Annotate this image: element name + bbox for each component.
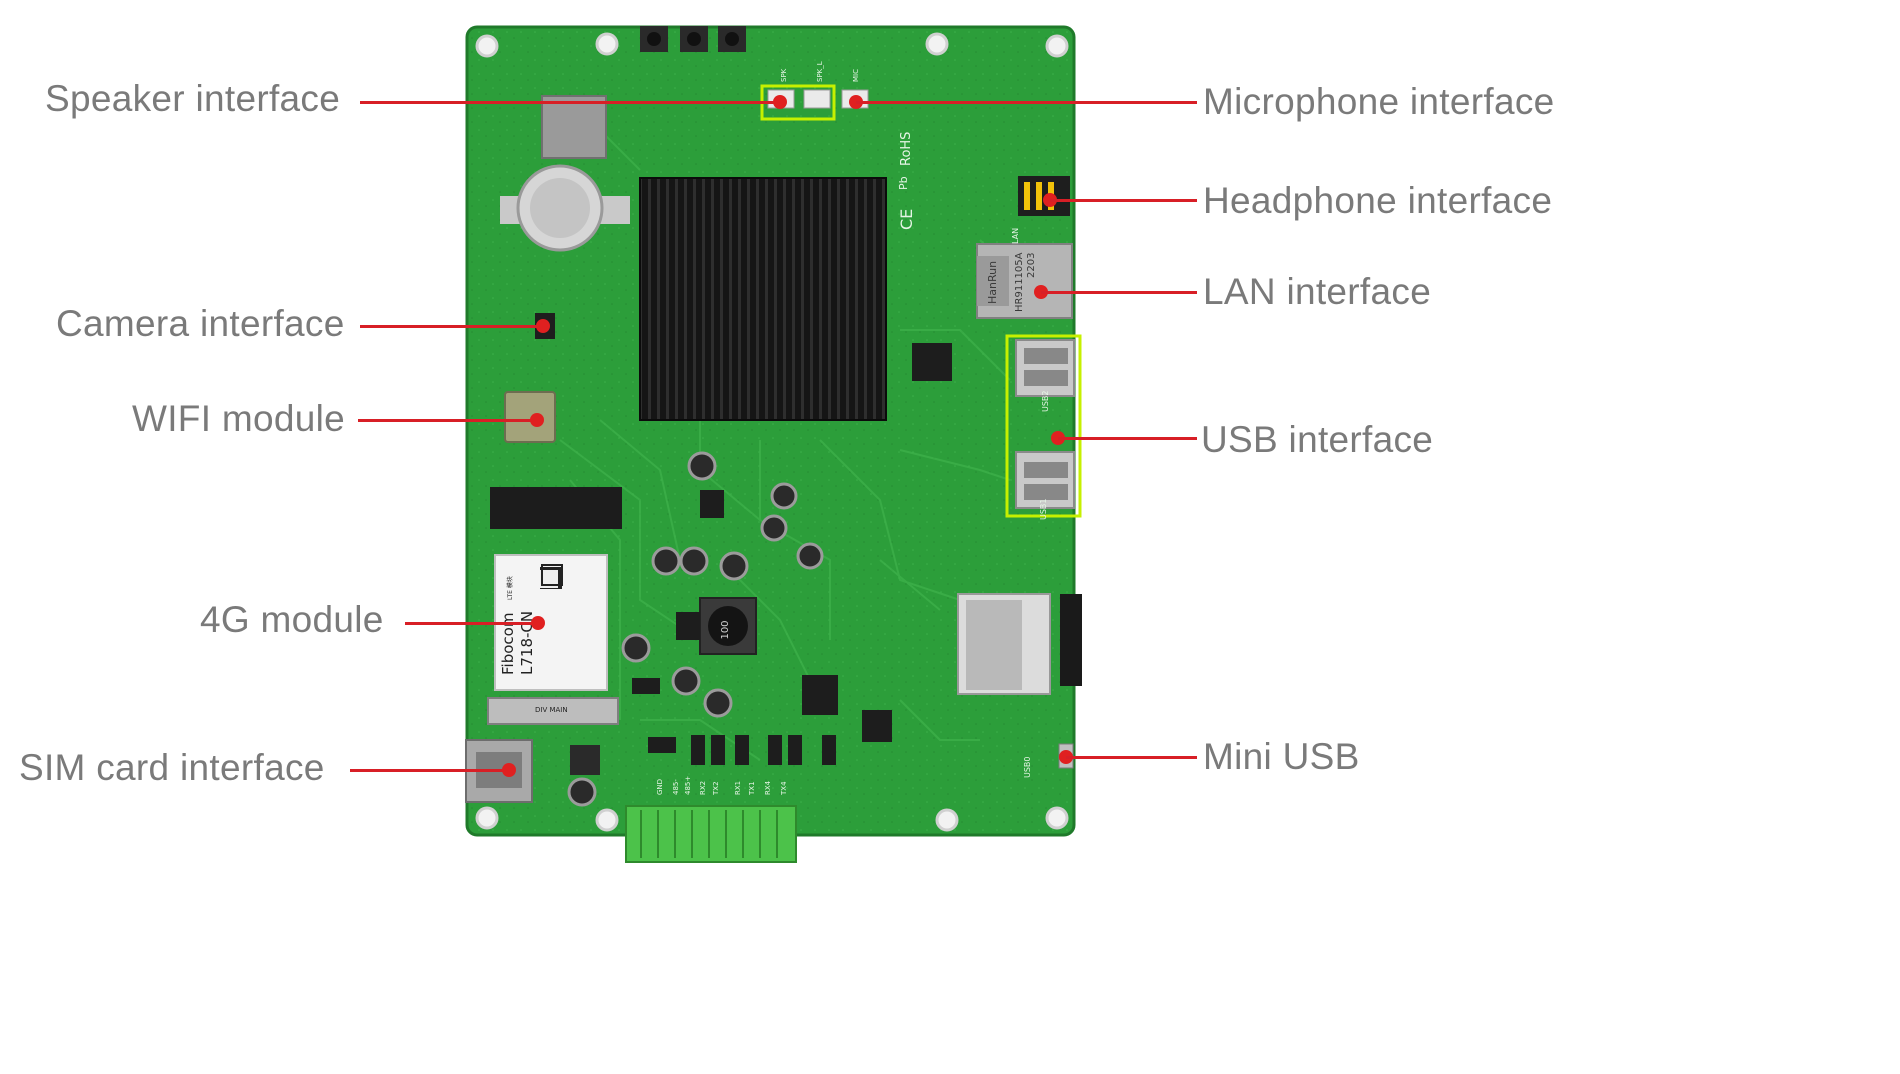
headphone-label: Headphone interface xyxy=(1203,180,1553,221)
speaker-marker xyxy=(773,95,787,109)
tf-card-slot xyxy=(541,95,607,159)
usb1-silk: USB1 xyxy=(1039,498,1048,520)
diagram-canvas: RoHS CE Pb USB2 USB1 USB0 LAN SPK SPK_L … xyxy=(19,25,1555,863)
usb0-silk: USB0 xyxy=(1023,756,1032,778)
wifi-leader-line xyxy=(358,419,536,422)
lan-jack-print: HanRun HR911105A 2203 xyxy=(986,252,1037,312)
pin-label: TX1 xyxy=(748,781,756,796)
smd-parts xyxy=(632,612,836,765)
ic-chip-3 xyxy=(862,710,892,742)
pb-mark: Pb xyxy=(897,176,910,190)
pin-label: RX4 xyxy=(764,780,772,795)
module-4g-marker xyxy=(531,616,545,630)
speaker-leader-line xyxy=(360,101,778,104)
module-4g-label: 4G module xyxy=(200,599,384,640)
speaker-label: Speaker interface xyxy=(45,78,341,119)
headphone-leader-line xyxy=(1050,199,1197,202)
mounting-holes xyxy=(475,32,1069,832)
usb-label: USB interface xyxy=(1201,419,1434,460)
pcie-socket xyxy=(490,487,622,529)
microphone-leader-line xyxy=(856,101,1197,104)
inductor-small xyxy=(570,745,600,775)
mini-usb-leader-line xyxy=(1066,756,1197,759)
lan-date: 2203 xyxy=(1026,253,1037,278)
pin-label: GND xyxy=(656,779,664,795)
usb2-silk: USB2 xyxy=(1041,390,1050,412)
coin-battery xyxy=(500,164,630,252)
cpu-heatsink xyxy=(639,177,887,421)
pin-label: TX4 xyxy=(780,781,788,796)
pin-label: 485+ xyxy=(684,776,692,795)
pin-label: TX2 xyxy=(712,781,720,796)
camera-marker xyxy=(536,319,550,333)
module-4g-leader-line xyxy=(405,622,537,625)
tactile-switches xyxy=(640,26,746,52)
lan-silk: LAN xyxy=(1011,228,1020,244)
flat-cable xyxy=(1060,594,1082,686)
pin-label: RX1 xyxy=(734,781,742,795)
mini-usb-label: Mini USB xyxy=(1203,736,1360,777)
pcie-latch xyxy=(487,697,619,725)
silkscreen-text: RoHS CE Pb USB2 USB1 USB0 LAN SPK SPK_L … xyxy=(535,61,1050,778)
microphone-label: Microphone interface xyxy=(1203,81,1555,122)
wifi-marker xyxy=(530,413,544,427)
camera-label: Camera interface xyxy=(56,303,345,344)
ic-chip-2 xyxy=(802,675,838,715)
camera-leader-line xyxy=(360,325,542,328)
div-main-silk: DIV MAIN xyxy=(535,706,568,714)
sim-leader-line xyxy=(350,769,508,772)
sim-marker xyxy=(502,763,516,777)
relay-chip xyxy=(700,490,724,518)
spk-silk: SPK xyxy=(780,68,788,82)
usb-leader-line xyxy=(1058,437,1197,440)
ce-mark: CE xyxy=(897,209,916,230)
spk-l-silk: SPK_L xyxy=(816,61,824,82)
terminal-block xyxy=(625,805,797,863)
pin-label: 485- xyxy=(672,779,680,795)
pcb-board: RoHS CE Pb USB2 USB1 USB0 LAN SPK SPK_L … xyxy=(465,25,1082,863)
rohs-mark: RoHS xyxy=(899,132,914,166)
inductor-mark: 100 xyxy=(720,620,731,639)
lan-brand: HanRun xyxy=(986,261,999,304)
wifi-label: WIFI module xyxy=(132,398,346,439)
pin-labels: GND 485- 485+ RX2 TX2 RX1 TX1 RX4 TX4 xyxy=(656,776,788,796)
lan-leader-line xyxy=(1041,291,1197,294)
lte-brand: Fibocom xyxy=(499,613,517,675)
ic-chip xyxy=(912,343,952,381)
pin-label: RX2 xyxy=(699,781,707,795)
sim-label: SIM card interface xyxy=(19,747,325,788)
lan-part: HR911105A xyxy=(1014,252,1025,312)
speaker-connector-2 xyxy=(803,89,831,109)
lan-label: LAN interface xyxy=(1203,271,1432,312)
mic-silk: MIC xyxy=(852,69,860,82)
usb-highlight xyxy=(1005,334,1082,518)
lte-small-label: LTE 模块 xyxy=(506,576,514,600)
electrolytic-capacitors xyxy=(567,451,824,807)
